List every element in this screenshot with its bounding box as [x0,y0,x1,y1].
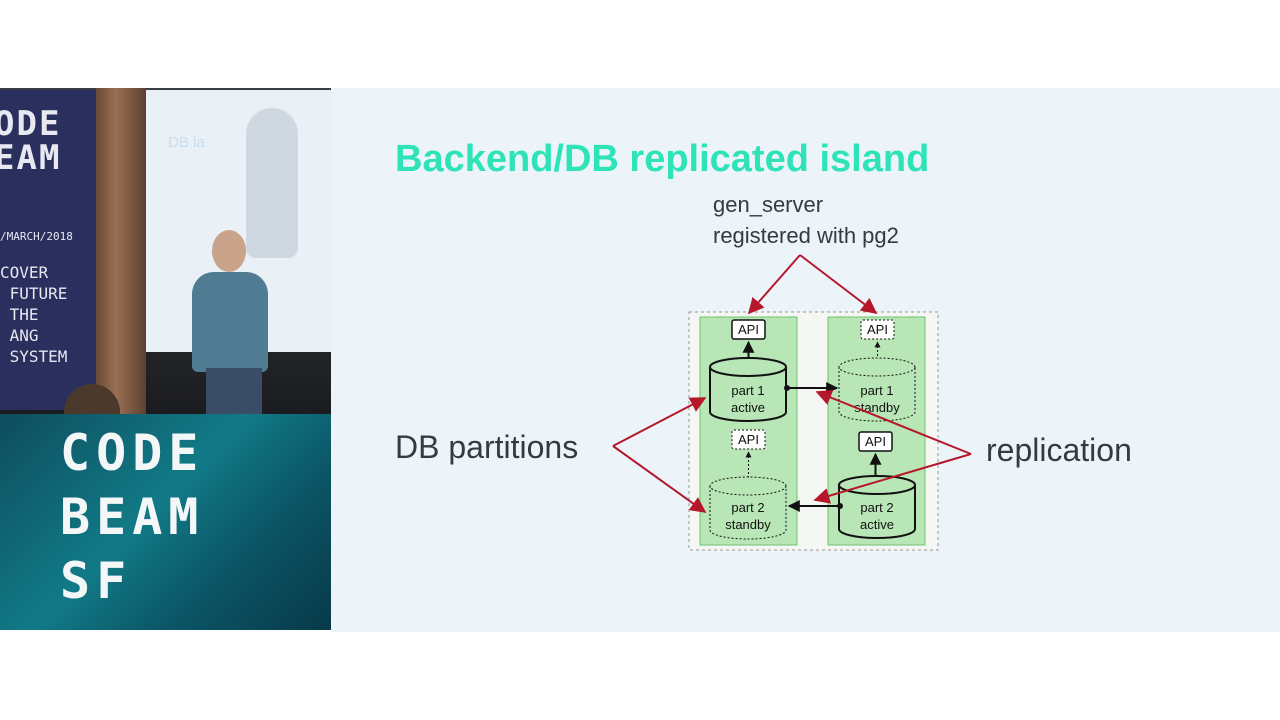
replication-diagram: gen_server registered with pg2 API API A… [395,192,1132,551]
db-label-line2: active [731,400,765,415]
pointer-partitions-lower [612,445,707,513]
api-box-right-mid: API [858,431,893,452]
db-label-line2: active [860,517,894,532]
slide-title: Backend/DB replicated island [395,138,930,180]
api-label: API [738,432,759,447]
db-label-line2: standby [725,517,771,532]
speaker-video: ODE EAM /MARCH/2018 COVER FUTURE THE ANG… [0,88,331,630]
db-part2-active: part 2 active [838,475,916,539]
banner-logo-line2: EAM [0,138,62,178]
db-part1-standby: part 1 standby [838,357,916,422]
annotation-replication: replication [986,432,1132,468]
api-box-right-top: API [860,319,895,340]
curtain [96,88,146,414]
stage-scene: ODE EAM /MARCH/2018 COVER FUTURE THE ANG… [0,88,331,424]
db-label-line1: part 1 [731,383,764,398]
pointer-replication-lower [813,453,972,504]
api-box-left-top: API [731,319,766,340]
annotation-db-partitions: DB partitions [395,429,578,465]
pointer-replication-upper [815,389,972,455]
speaker-body [192,272,268,372]
db-part2-standby: part 2 standby [709,476,787,540]
db-label-line1: part 1 [860,383,893,398]
api-box-left-mid: API [731,429,766,450]
logo-row-sf: SF [60,552,133,610]
logo-row-code: CODE [60,424,205,482]
annotation-registered: registered with pg2 [713,223,899,248]
api-label: API [738,322,759,337]
event-banner: ODE EAM /MARCH/2018 COVER FUTURE THE ANG… [0,90,96,410]
banner-logo-line1: ODE [0,104,62,144]
db-part1-active: part 1 active [709,357,787,422]
db-label-line2: standby [854,400,900,415]
speaker-head [212,230,246,272]
slide: Backend/DB replicated island gen_server … [331,88,1280,632]
pointer-gen-server-right [799,254,878,314]
logo-row-beam: BEAM [60,488,205,546]
db-label-line1: part 2 [860,500,893,515]
speaker-shadow [246,108,298,258]
api-label: API [865,434,886,449]
annotation-gen-server: gen_server [713,192,823,217]
pointer-partitions-upper [612,397,707,447]
api-label: API [867,322,888,337]
banner-date: /MARCH/2018 [0,230,73,243]
pointer-gen-server-left [747,254,801,315]
db-label-line1: part 2 [731,500,764,515]
projected-text: DB la [168,134,205,151]
speaker-legs [206,368,262,414]
banner-tagline: COVER FUTURE THE ANG SYSTEM [0,263,68,366]
code-beam-logo: CODE BEAM SF [0,414,331,630]
